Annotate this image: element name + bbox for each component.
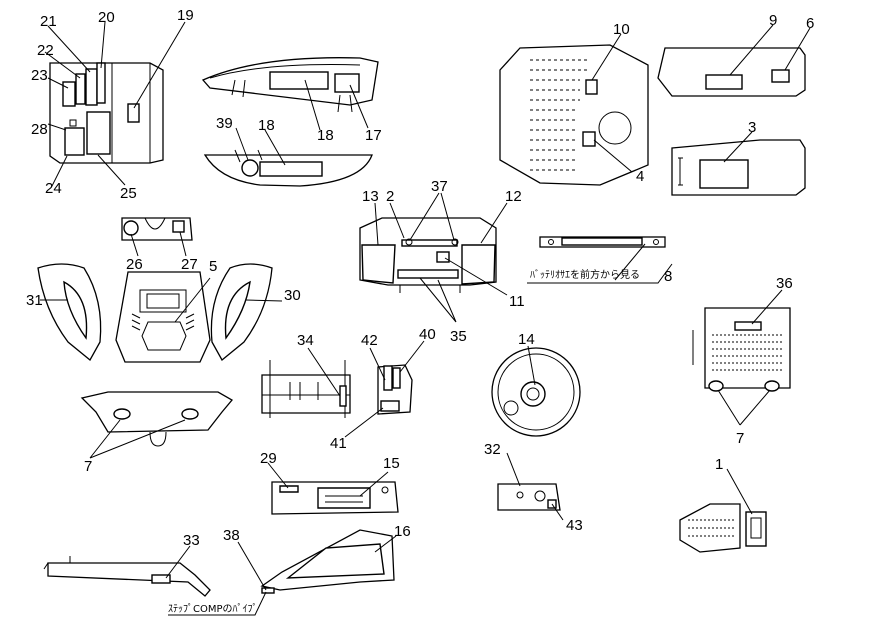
callout-24: 24 (45, 180, 62, 197)
side-panel-lower-part (671, 139, 806, 196)
seat-base-part (203, 149, 373, 187)
grille-part (692, 307, 791, 392)
callout-29: 29 (260, 450, 277, 467)
callout-18b: 18 (317, 127, 334, 144)
callout-3: 3 (748, 119, 756, 136)
side-panel-upper-part (657, 47, 806, 97)
switch-bracket-part (497, 483, 561, 511)
callout-15: 15 (383, 455, 400, 472)
callout-17: 17 (365, 127, 382, 144)
callout-34: 34 (297, 332, 314, 349)
callout-2: 2 (386, 188, 394, 205)
callout-31: 31 (26, 292, 43, 309)
callout-14: 14 (518, 331, 535, 348)
callout-21: 21 (40, 13, 57, 30)
callout-7a: 7 (84, 458, 92, 475)
hood-part (201, 57, 379, 113)
callout-8: 8 (664, 268, 672, 285)
lower-rail-part (43, 556, 211, 597)
step-plate-part (271, 481, 399, 515)
step-pipe-part (260, 529, 395, 594)
callout-19: 19 (177, 7, 194, 24)
front-cover-part (121, 217, 193, 241)
callout-26: 26 (126, 256, 143, 273)
callout-27: 27 (181, 256, 198, 273)
callout-9: 9 (769, 12, 777, 29)
battery-holder-note: ﾊﾞｯﾃﾘｵｻｴを前方から見る (530, 268, 640, 281)
callout-20: 20 (98, 9, 115, 26)
callout-32: 32 (484, 441, 501, 458)
callout-38: 38 (223, 527, 240, 544)
callout-6: 6 (806, 15, 814, 32)
callout-30: 30 (284, 287, 301, 304)
callout-12: 12 (505, 188, 522, 205)
callout-28: 28 (31, 121, 48, 138)
right-fender-part (210, 263, 273, 361)
callout-35: 35 (450, 328, 467, 345)
bumper-part (80, 391, 233, 447)
callout-23: 23 (31, 67, 48, 84)
steering-wheel-part (491, 347, 581, 437)
callout-42: 42 (361, 332, 378, 349)
callout-25: 25 (120, 185, 137, 202)
callout-43: 43 (566, 517, 583, 534)
left-fender-part (37, 263, 102, 361)
tray-frame-part (261, 360, 351, 418)
callout-5: 5 (209, 258, 217, 275)
callout-13: 13 (362, 188, 379, 205)
callout-numbers: 19 20 21 22 23 28 24 25 39 18 18 17 10 4… (26, 7, 814, 549)
key-box-part (679, 503, 767, 553)
callout-41: 41 (330, 435, 347, 452)
callout-22: 22 (37, 42, 54, 59)
floor-plate-part (499, 44, 649, 186)
callout-1: 1 (715, 456, 723, 473)
callout-4: 4 (636, 168, 644, 185)
callout-18a: 18 (258, 117, 275, 134)
callout-16: 16 (394, 523, 411, 540)
callout-39: 39 (216, 115, 233, 132)
callout-10: 10 (613, 21, 630, 38)
leader-lines (40, 21, 811, 616)
callout-11: 11 (509, 293, 525, 310)
callout-40: 40 (419, 326, 436, 343)
battery-holder-part (539, 236, 666, 248)
side-console-part (49, 62, 164, 164)
step-pipe-note: ｽﾃｯﾌﾟCOMPのﾊﾟｲﾌﾟ (168, 603, 258, 615)
callout-36: 36 (776, 275, 793, 292)
callout-33: 33 (183, 532, 200, 549)
dash-cover-part (359, 217, 497, 293)
callout-37: 37 (431, 178, 448, 195)
callout-7c: 7 (736, 430, 744, 447)
front-body-part (115, 271, 211, 363)
lever-box-part (377, 364, 413, 415)
